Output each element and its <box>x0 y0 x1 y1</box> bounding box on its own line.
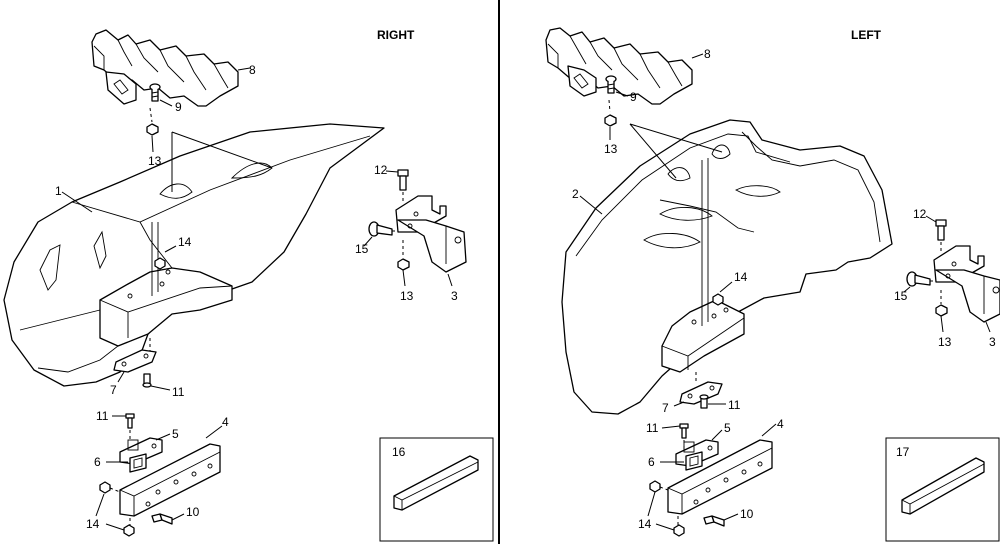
callout-11-left-b: 11 <box>646 421 659 435</box>
right-nut-14a <box>154 257 166 270</box>
callout-13-left-top: 13 <box>604 142 618 156</box>
callout-13-left-b: 13 <box>938 335 952 349</box>
callout-5-right: 5 <box>172 427 179 441</box>
right-bolt-12 <box>397 169 409 191</box>
right-rail-4 <box>119 443 221 517</box>
callout-3-left: 3 <box>989 335 996 349</box>
callout-8-left: 8 <box>704 47 711 61</box>
callout-5-left: 5 <box>724 421 731 435</box>
right-step-8 <box>91 29 239 107</box>
callout-6-right: 6 <box>94 455 101 469</box>
callout-10-left: 10 <box>740 507 754 521</box>
left-bolt-11a <box>699 394 709 409</box>
callout-6-left: 6 <box>648 455 655 469</box>
left-bracket-3 <box>933 245 1000 323</box>
right-nut-13a <box>146 123 159 136</box>
left-step-8 <box>545 27 693 105</box>
inset-box-16: 16 <box>379 437 494 542</box>
callout-16: 16 <box>392 445 406 459</box>
header-right: RIGHT <box>377 28 415 42</box>
callout-10-right: 10 <box>186 505 200 519</box>
callout-14-right-b: 14 <box>86 517 100 531</box>
left-bolt-15 <box>906 271 931 287</box>
right-bolt-11b <box>125 413 135 429</box>
right-bolt-10 <box>151 513 173 525</box>
callout-11-right-a: 11 <box>172 385 185 399</box>
callout-9-right: 9 <box>175 100 182 114</box>
callout-15-right: 15 <box>355 242 369 256</box>
callout-1: 1 <box>55 184 62 198</box>
right-bolt-11a <box>142 373 152 388</box>
left-nut-13b <box>935 304 948 317</box>
callout-12-left: 12 <box>913 207 927 221</box>
right-plate-7 <box>113 349 157 373</box>
inset-box-17: 17 <box>885 437 1000 542</box>
right-nut-14b <box>99 481 135 537</box>
left-nut-14b <box>649 480 685 537</box>
callout-8-right: 8 <box>249 63 256 77</box>
callout-14-left-b: 14 <box>638 517 652 531</box>
left-nut-13a <box>604 114 617 127</box>
callout-11-left-a: 11 <box>728 398 741 412</box>
callout-9-left: 9 <box>630 90 637 104</box>
callout-15-left: 15 <box>894 289 908 303</box>
left-bolt-11b <box>679 423 689 439</box>
left-fender-2 <box>561 119 893 415</box>
left-plate-7 <box>679 381 723 405</box>
callout-2: 2 <box>572 187 579 201</box>
header-left: LEFT <box>851 28 882 42</box>
right-block-6 <box>129 453 147 473</box>
right-bolt-9 <box>149 83 161 102</box>
callout-12-right: 12 <box>374 163 388 177</box>
callout-4-right: 4 <box>222 415 229 429</box>
left-block-6 <box>685 451 703 471</box>
right-bracket-3 <box>395 195 467 273</box>
left-nut-14a <box>712 293 724 306</box>
callout-7-left: 7 <box>662 401 669 415</box>
callout-13-right-top: 13 <box>148 154 162 168</box>
callout-17: 17 <box>896 445 910 459</box>
left-bolt-9 <box>605 75 617 94</box>
right-nut-13b <box>397 258 410 271</box>
left-bolt-10 <box>703 515 725 527</box>
callout-13-right-b: 13 <box>400 289 414 303</box>
right-fender-1 <box>3 123 385 387</box>
left-rail-4 <box>667 439 773 515</box>
left-bolt-12 <box>935 219 947 241</box>
callout-4-left: 4 <box>777 417 784 431</box>
callout-7-right: 7 <box>110 383 117 397</box>
callout-14-right-top: 14 <box>178 235 192 249</box>
callout-11-right-b: 11 <box>96 409 109 423</box>
right-bolt-15 <box>368 221 393 237</box>
callout-3-right: 3 <box>451 289 458 303</box>
callout-14-left-top: 14 <box>734 270 748 284</box>
